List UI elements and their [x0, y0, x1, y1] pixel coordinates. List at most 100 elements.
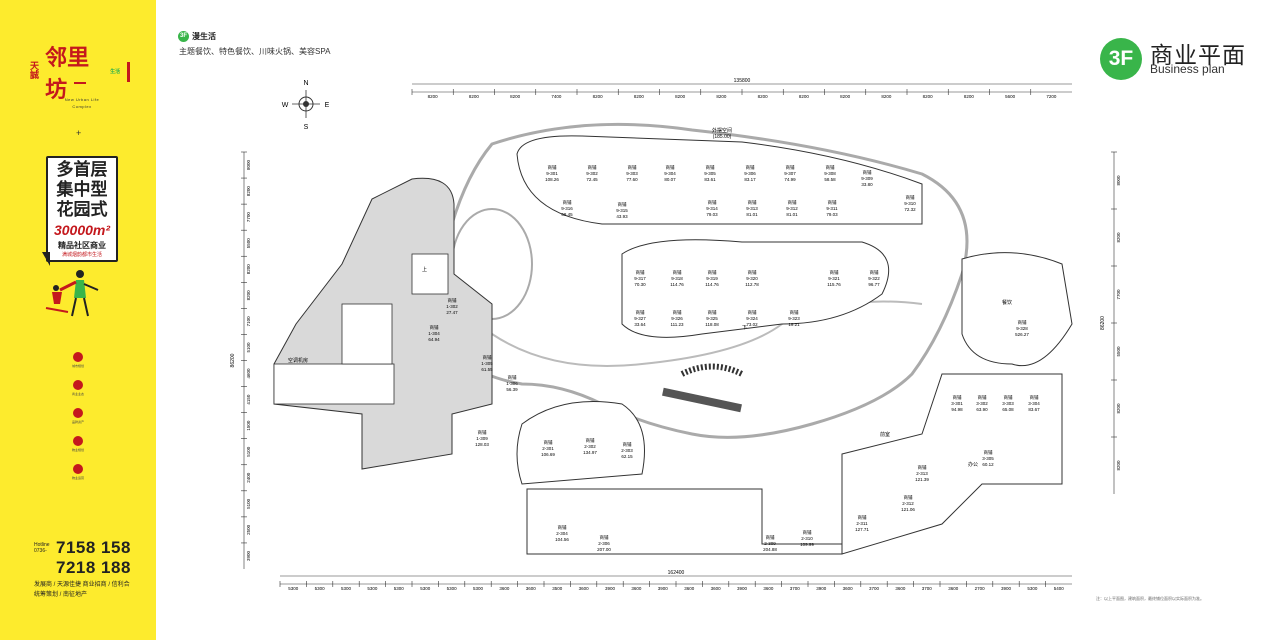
shop-id: 3-302	[976, 401, 988, 406]
shop-label: 商铺	[673, 309, 682, 316]
shop-label: 商铺	[1018, 319, 1027, 326]
shop-area: 80.07	[664, 177, 676, 182]
dim-label: 4600	[246, 368, 251, 379]
slogan: New Urban Life Complex	[64, 97, 100, 109]
shop-id: 9-328	[1016, 326, 1028, 331]
family-illustration-icon	[45, 270, 99, 317]
shop-area: 526.27	[1015, 332, 1029, 337]
shop-id: 9-313	[746, 206, 758, 211]
dim-label: 8200	[758, 94, 769, 99]
shop-id: 9-303	[626, 171, 638, 176]
shop-area: 112.78	[745, 282, 759, 287]
dim-label: 4150	[246, 394, 251, 405]
shop-id: 9-311	[826, 206, 838, 211]
dot-icon	[73, 408, 83, 418]
plus-mark: +	[76, 128, 82, 138]
dim-label: 8200	[428, 94, 439, 99]
shop-id: 1-302	[446, 304, 458, 309]
shop-id: 9-310	[904, 201, 916, 206]
dot-label: 商业业态	[71, 392, 84, 396]
shop-label: 商铺	[478, 429, 487, 436]
hotline-number-2: 7218 188	[56, 558, 131, 577]
dim-label: 5500	[246, 238, 251, 249]
dot-icon	[73, 436, 83, 446]
shop-label: 商铺	[803, 529, 812, 536]
shop-area: 83.61	[704, 177, 716, 182]
shop-id: 9-314	[706, 206, 718, 211]
shop-area: 111.23	[670, 322, 684, 327]
dim-label: 3900	[737, 586, 748, 591]
shop-label: 商铺	[978, 394, 987, 401]
hotline-label: Hotline 0736-	[34, 542, 50, 554]
dim-label: 3900	[605, 586, 616, 591]
plan-title-cn: 商业平面	[1150, 42, 1246, 68]
logo-bar	[127, 62, 130, 82]
shop-area: 79.03	[826, 212, 838, 217]
dim-total-label: 135800	[734, 78, 751, 84]
dim-label: 7700	[246, 212, 251, 223]
middle-block	[621, 239, 890, 338]
shop-id: 9-325	[706, 316, 718, 321]
compass-s: S	[304, 124, 309, 131]
dim-label: 3600	[948, 586, 959, 591]
shop-id: 2-309	[764, 541, 776, 546]
shop-label: 商铺	[790, 309, 799, 316]
shop-label: 商铺	[766, 534, 775, 541]
shop-id: 9-308	[824, 171, 836, 176]
shop-area: 204.88	[763, 547, 777, 552]
shop-id: 2-302	[584, 444, 596, 449]
shop-area: 121.39	[915, 477, 929, 482]
shop-area: 63.90	[976, 407, 988, 412]
shop-id: 1-304	[428, 331, 440, 336]
dot-label: 物业规划	[71, 448, 84, 452]
dim-label: 5300	[1027, 586, 1038, 591]
shop-label: 商铺	[870, 269, 879, 276]
shop-id: 3-304	[1028, 401, 1040, 406]
shop-area: 104.56	[555, 537, 569, 542]
shop-label: 商铺	[430, 324, 439, 331]
shop-units: 商铺9-301108.26商铺9-30272.45商铺9-30377.60商铺9…	[428, 164, 1040, 552]
shop-label: 商铺	[858, 514, 867, 521]
shop-id: 1-305	[481, 361, 493, 366]
shop-label: 商铺	[748, 269, 757, 276]
dim-label: 5400	[1054, 586, 1065, 591]
restaurant-label: 餐饮	[1002, 299, 1012, 306]
shop-label: 商铺	[984, 449, 993, 456]
office-label: 办公	[968, 461, 978, 468]
shop-area: 33.80	[861, 182, 873, 187]
dim-label: 5300	[315, 586, 326, 591]
stairs-icon	[680, 363, 744, 377]
shop-area: 27.47	[446, 310, 458, 315]
shop-area: 64.94	[428, 337, 440, 342]
shop-id: 9-307	[784, 171, 796, 176]
dim-total-label: 162400	[668, 570, 685, 576]
dim-total-label: 86200	[1100, 316, 1106, 330]
shop-id: 9-324	[746, 316, 758, 321]
shop-id: 9-326	[671, 316, 683, 321]
up-label: 上	[422, 266, 427, 273]
dim-label: 8200	[510, 94, 521, 99]
shop-label: 商铺	[586, 437, 595, 444]
south-oval-block	[516, 401, 645, 485]
dim-label: 3900	[246, 550, 251, 561]
dim-label: 3700	[922, 586, 933, 591]
shop-label: 商铺	[828, 199, 837, 206]
shop-label: 商铺	[563, 199, 572, 206]
shop-area: 62.15	[621, 454, 633, 459]
dim-label: 5100	[246, 498, 251, 509]
shop-id: 9-322	[868, 276, 880, 281]
feature-box: 多首层 集中型 花园式 30000m² 精品社区商业 满城烟韵都市生活	[46, 156, 118, 262]
north-block	[516, 135, 923, 225]
dot-icon	[73, 352, 83, 362]
dim-label: 5300	[394, 586, 405, 591]
shop-area: 207.00	[597, 547, 611, 552]
shop-label: 商铺	[748, 309, 757, 316]
shop-area: 73.02	[746, 322, 758, 327]
shop-id: 9-306	[744, 171, 756, 176]
shop-area: 81.01	[786, 212, 798, 217]
dim-label: 8000	[1116, 175, 1121, 186]
floor-title: 漫生活	[192, 32, 216, 41]
dim-label: 3600	[843, 586, 854, 591]
shop-area: 77.60	[626, 177, 638, 182]
shop-label: 商铺	[600, 534, 609, 541]
